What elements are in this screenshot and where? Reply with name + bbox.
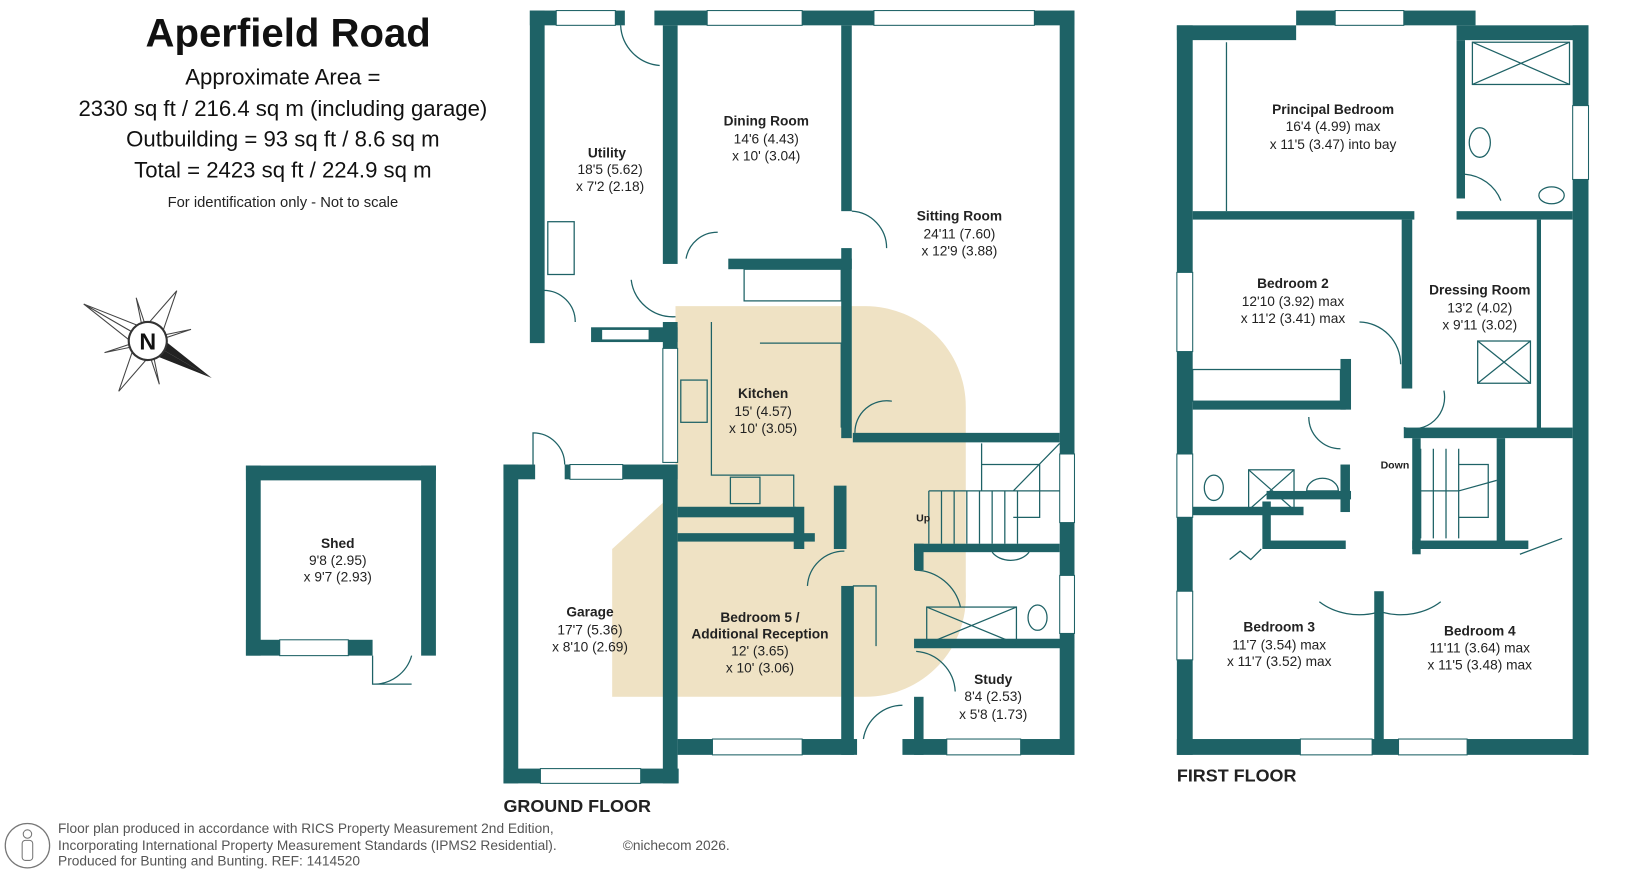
room-dimension: 16'4 (4.99) max (1286, 119, 1381, 134)
room-label-kitchen: Kitchen 15' (4.57) x 10' (3.05) (729, 386, 797, 436)
room-label-bedroom-4: Bedroom 4 11'11 (3.64) max x 11'5 (3.48)… (1428, 624, 1533, 673)
room-dimension: x 10' (3.05) (729, 421, 797, 436)
room-name: Bedroom 2 (1257, 276, 1329, 291)
room-label-sitting: Sitting Room 24'11 (7.60) x 12'9 (3.88) (917, 209, 1002, 259)
room-name: Garage (566, 605, 614, 620)
room-dimension: x 12'9 (3.88) (922, 243, 998, 258)
room-dimension: x 11'5 (3.48) max (1428, 657, 1533, 672)
footer-line-2: Incorporating International Property Mea… (58, 838, 557, 853)
room-name: Utility (588, 145, 626, 160)
room-dimension: 12' (3.65) (731, 644, 789, 659)
room-dimension: x 11'7 (3.52) max (1227, 654, 1332, 669)
identification-note: For identification only - Not to scale (168, 195, 399, 211)
shed-plan (245, 465, 436, 685)
room-dimension: 13'2 (4.02) (1447, 301, 1512, 316)
room-dimension: 9'8 (2.95) (309, 553, 367, 568)
stairs-up-label: Up (916, 513, 931, 525)
first-floor-plan: Down (1176, 10, 1590, 756)
room-label-bedroom-5: Bedroom 5 / Additional Reception 12' (3.… (691, 610, 828, 676)
area-line-1: Approximate Area = (185, 64, 380, 89)
ground-floor-plan: Up (503, 10, 1076, 784)
room-dimension: x 7'2 (2.18) (576, 179, 644, 194)
first-floor-label: FIRST FLOOR (1177, 765, 1297, 785)
room-name: Dining Room (724, 114, 809, 129)
room-name: Study (974, 672, 1012, 687)
room-dimension: x 5'8 (1.73) (959, 707, 1027, 722)
room-label-garage: Garage 17'7 (5.36) x 8'10 (2.69) (552, 605, 628, 655)
room-dimension: x 10' (3.04) (732, 148, 800, 163)
room-name: Kitchen (738, 386, 788, 401)
room-dimension: 15' (4.57) (734, 404, 792, 419)
room-name: Bedroom 4 (1444, 624, 1516, 639)
room-label-utility: Utility 18'5 (5.62) x 7'2 (2.18) (576, 145, 644, 194)
ground-floor-label: GROUND FLOOR (503, 796, 651, 816)
room-dimension: x 9'7 (2.93) (304, 570, 372, 585)
footer-line-3: Produced for Bunting and Bunting. REF: 1… (58, 854, 360, 869)
room-label-study: Study 8'4 (2.53) x 5'8 (1.73) (959, 672, 1027, 722)
room-dimension: x 9'11 (3.02) (1442, 317, 1517, 332)
room-label-shed: Shed 9'8 (2.95) x 9'7 (2.93) (304, 536, 372, 585)
room-name: Sitting Room (917, 209, 1002, 224)
room-name: Bedroom 3 (1243, 619, 1315, 634)
area-line-3: Outbuilding = 93 sq ft / 8.6 sq m (126, 127, 439, 152)
area-line-2: 2330 sq ft / 216.4 sq m (including garag… (78, 96, 487, 121)
room-label-bedroom-3: Bedroom 3 11'7 (3.54) max x 11'7 (3.52) … (1227, 619, 1332, 669)
room-dimension: 12'10 (3.92) max (1242, 294, 1345, 309)
room-dimension: 11'7 (3.54) max (1232, 637, 1326, 652)
area-line-4: Total = 2423 sq ft / 224.9 sq m (134, 157, 431, 182)
room-dimension: x 8'10 (2.69) (552, 639, 628, 654)
compass-icon: N (83, 290, 212, 392)
room-label-dressing-room: Dressing Room 13'2 (4.02) x 9'11 (3.02) (1429, 283, 1530, 333)
copyright: ©nichecom 2026. (623, 838, 730, 853)
room-name: Principal Bedroom (1272, 102, 1394, 117)
footer-line-1: Floor plan produced in accordance with R… (58, 821, 554, 836)
property-title: Aperfield Road (146, 11, 431, 55)
compass-north-label: N (139, 328, 156, 354)
person-icon (4, 822, 51, 869)
room-dimension: 14'6 (4.43) (734, 132, 799, 147)
room-dimension: 18'5 (5.62) (577, 162, 642, 177)
room-name-secondary: Additional Reception (691, 627, 828, 642)
room-name: Bedroom 5 / (720, 610, 799, 625)
room-dimension: x 11'2 (3.41) max (1241, 311, 1346, 326)
room-dimension: x 10' (3.06) (726, 661, 794, 676)
room-label-dining: Dining Room 14'6 (4.43) x 10' (3.04) (724, 114, 809, 164)
header: Aperfield Road Approximate Area = 2330 s… (78, 11, 487, 210)
stairs-down-label: Down (1381, 460, 1410, 472)
room-dimension: 11'11 (3.64) max (1430, 640, 1531, 655)
room-dimension: 17'7 (5.36) (557, 623, 622, 638)
room-label-bedroom-2: Bedroom 2 12'10 (3.92) max x 11'2 (3.41)… (1241, 276, 1346, 326)
footer: Floor plan produced in accordance with R… (4, 821, 730, 869)
room-name: Dressing Room (1429, 283, 1530, 298)
room-dimension: 24'11 (7.60) (924, 227, 996, 242)
room-dimension: 8'4 (2.53) (964, 689, 1022, 704)
staircase-ground: Up (916, 442, 1061, 544)
room-name: Shed (321, 536, 355, 551)
room-label-principal-bedroom: Principal Bedroom 16'4 (4.99) max x 11'5… (1270, 102, 1397, 152)
room-dimension: x 11'5 (3.47) into bay (1270, 137, 1397, 152)
staircase-first: Down (1381, 438, 1506, 555)
